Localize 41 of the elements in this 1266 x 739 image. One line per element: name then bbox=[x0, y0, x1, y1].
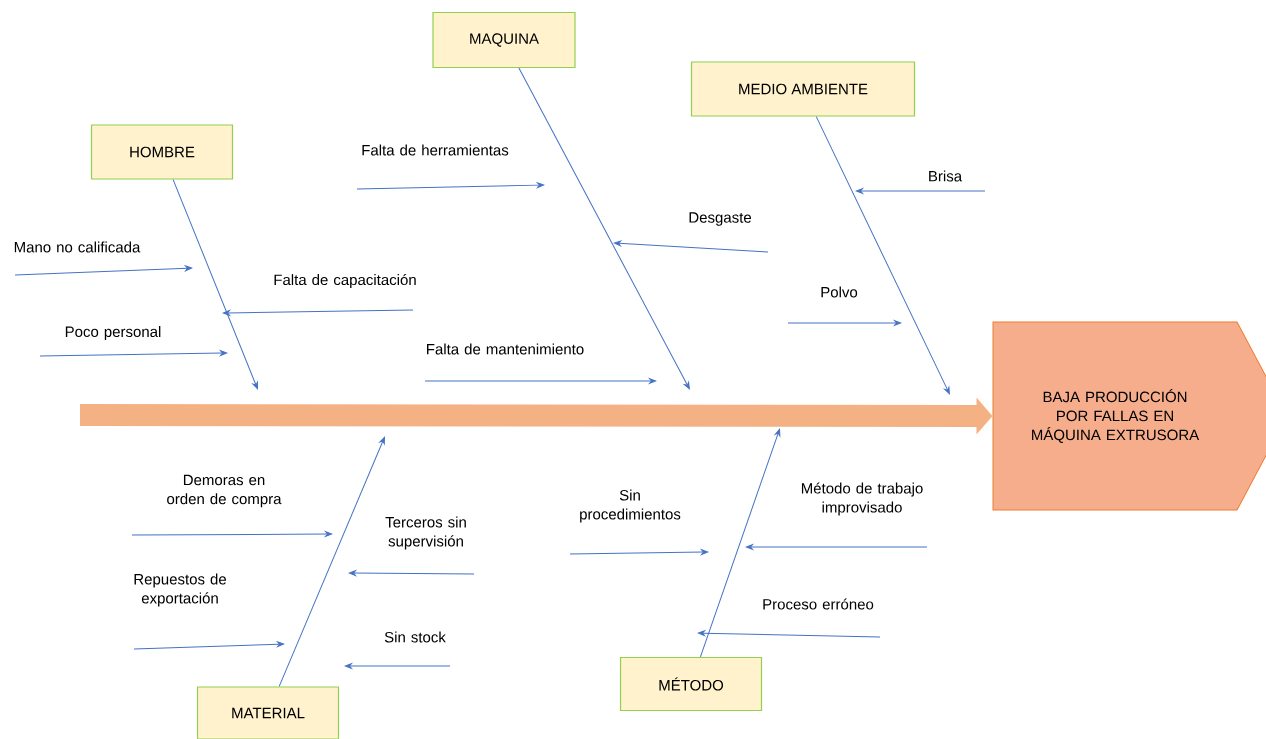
category-box: MÉTODO bbox=[619, 656, 763, 712]
arrow bbox=[222, 309, 414, 316]
bone-arrow bbox=[172, 179, 258, 390]
bone-arrow bbox=[518, 67, 690, 390]
cause-text: Método de trabajo improvisado bbox=[801, 482, 923, 516]
cause-text: Poco personal bbox=[65, 326, 161, 340]
arrow bbox=[356, 182, 545, 190]
cause-text: Falta de mantenimiento bbox=[427, 343, 584, 355]
arrow bbox=[133, 641, 285, 650]
cause-text: Proceso erróneo bbox=[763, 598, 874, 610]
category-box: MAQUINA bbox=[432, 11, 576, 69]
arrow bbox=[344, 663, 451, 669]
arrow bbox=[14, 265, 193, 276]
arrow bbox=[39, 350, 228, 357]
arrow bbox=[787, 320, 902, 326]
category-box: MEDIO AMBIENTE bbox=[690, 61, 916, 117]
cause-text: Sin stock bbox=[384, 631, 446, 643]
bone-arrow bbox=[278, 436, 385, 687]
cause-text: Terceros sin supervisión bbox=[385, 516, 466, 550]
arrow bbox=[131, 531, 333, 537]
arrow bbox=[613, 240, 769, 253]
category-box: MATERIAL bbox=[196, 686, 340, 739]
cause-text: Brisa bbox=[929, 170, 963, 182]
cause-text: Falta de capacitación bbox=[274, 273, 416, 289]
cause-text: Desgaste bbox=[689, 212, 751, 226]
cause-text: Mano no calificada bbox=[14, 241, 141, 253]
cause-text: Demoras en orden de compra bbox=[167, 474, 282, 508]
cause-text: Repuestos de exportación bbox=[134, 573, 226, 607]
cause-text: Sin procedimientos bbox=[580, 489, 681, 523]
arrow bbox=[424, 378, 657, 384]
cause-text: Polvo bbox=[821, 286, 858, 298]
arrow bbox=[745, 544, 928, 550]
arrow bbox=[348, 570, 475, 576]
arrow bbox=[697, 630, 881, 638]
category-box: HOMBRE bbox=[90, 124, 234, 180]
bone-arrow bbox=[815, 116, 950, 395]
effect-box: BAJA PRODUCCIÓN POR FALLAS EN MÁQUINA EXTRUSORA bbox=[992, 321, 1266, 511]
arrow bbox=[855, 188, 986, 194]
cause-text: Falta de herramientas bbox=[362, 144, 509, 156]
bone-arrow bbox=[699, 428, 781, 658]
arrow bbox=[569, 549, 709, 555]
